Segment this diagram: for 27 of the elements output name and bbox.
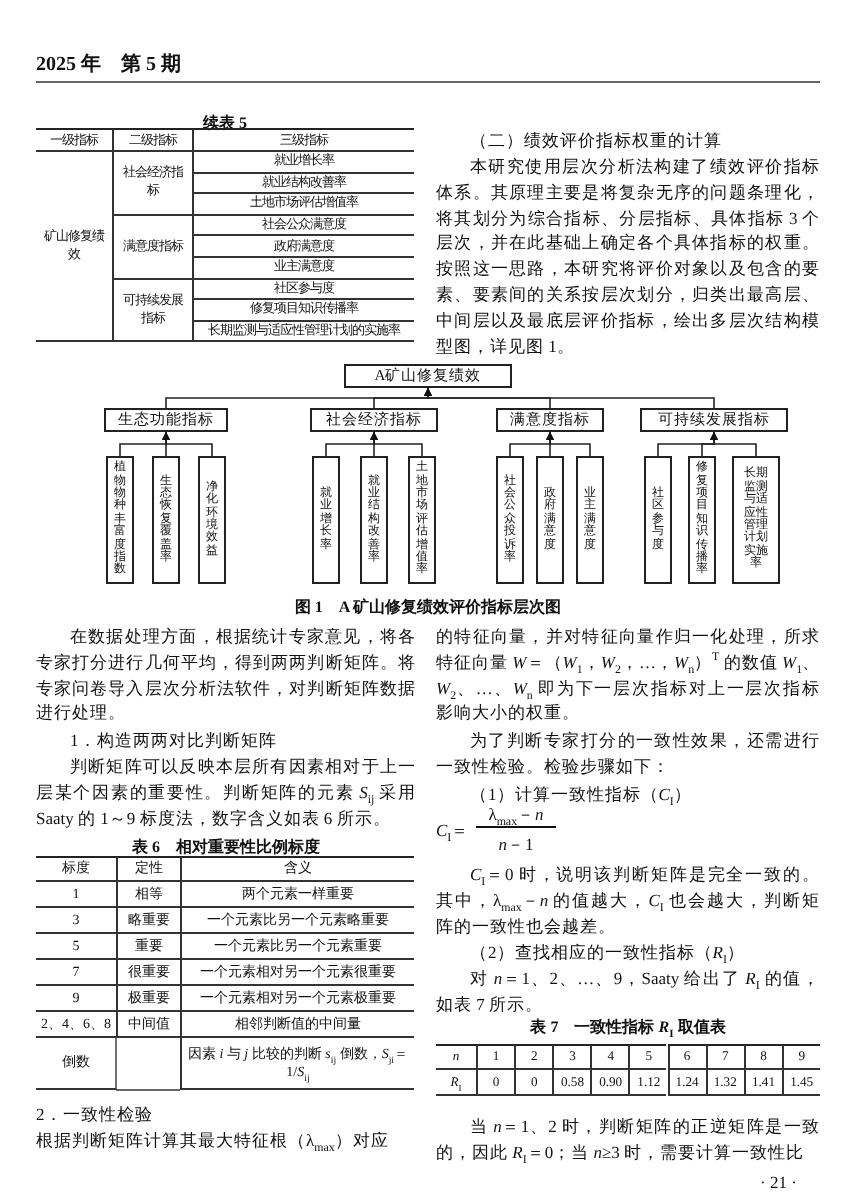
page-header: 2025 年 第 5 期: [36, 54, 183, 80]
formula-text: C$_{I}$＝: [436, 818, 472, 844]
table-title: 表 6 相对重要性比例标度: [130, 836, 322, 858]
paragraph: 为了判断专家打分的一致性效果，还需进行一致性检验。检验步骤如下：: [436, 728, 820, 780]
paragraph: 判断矩阵可以反映本层所有因素相对于上一层某个因素的重要性。判断矩阵的元素 S$_{ij}$ 采用 Saaty 的 1～9 标度法，数字含义如表 6 所示。: [36, 754, 416, 831]
table-title: 表 7 一致性指标 R$_{I}$ 取值表: [528, 1016, 728, 1038]
page-number: · 21 ·: [760, 1170, 799, 1196]
connector-arrow: [424, 387, 715, 409]
connector-arrow: [546, 431, 591, 457]
section-heading: 2．一致性检验: [36, 1102, 155, 1128]
paragraph: 在数据处理方面，根据统计专家意见，将各专家打分进行几何平均，得到两两判断矩阵。将专家问卷导入层次分析法软件，对判断矩阵数据进行处理。: [36, 624, 416, 727]
paragraph: 根据判断矩阵计算其最大特征根（λ$_{max}$）对应: [36, 1128, 391, 1154]
paragraph: 当 n＝1、2 时，判断矩阵的正逆矩阵是一致的，因此 R$_{I}$＝0；当 n≥3 时，需要计算一致性比: [436, 1114, 820, 1166]
connector-arrow: [370, 431, 423, 457]
formula-denominator: n－1: [496, 832, 536, 858]
paragraph: C$_{I}$＝0 时，说明该判断矩阵是完全一致的。其中，λ$_{max}$－n 的值越大，C$_{I}$ 也会越大，判断矩阵的一致性也会越差。: [436, 862, 820, 939]
connector-arrow: [162, 431, 213, 457]
formula-heading: （2）查找相应的一致性指标（R$_{I}$）: [468, 940, 747, 966]
paragraph: 的特征向量，并对特征向量作归一化处理，所求特征向量 W＝（W$_{1}$，W$_{2}$，…，W$_{n}$）$^{T}$ 的数值 W$_{1}$、W$_{2}$、…、W$_{n}$ 即为下一层次指标对上一层次指标影响大小的权重。: [436, 624, 820, 727]
section-heading: 1．构造两两对比判断矩阵: [68, 728, 279, 754]
connector-arrow: [710, 431, 757, 457]
formula-heading: （1）计算一致性指标（C$_{I}$）: [468, 782, 694, 808]
formula-numerator: λ$_{max}$－n: [476, 804, 556, 828]
paragraph: 对 n＝1、2、…、9，Saaty 给出了 R$_{I}$ 的值，如表 7 所示。: [436, 966, 820, 1018]
figure-caption: 图 1 A 矿山修复绩效评价指标层次图: [292, 596, 564, 618]
paragraph: 本研究使用层次分析法构建了绩效评价指标体系。其原理主要是将复杂无序的问题条理化，将其划分为综合指标、分层指标、具体指标 3 个层次，并在此基础上确定各个具体指标的权重。按照这一思路，本研究将评价对象以及包含的要素、要素间的关系按层次划分，归类出最高层、中间层以及最底层评价指标，绘出多层次结构模型图，详见图 1。: [436, 154, 820, 359]
section-heading: （二）绩效评价指标权重的计算: [468, 128, 724, 154]
